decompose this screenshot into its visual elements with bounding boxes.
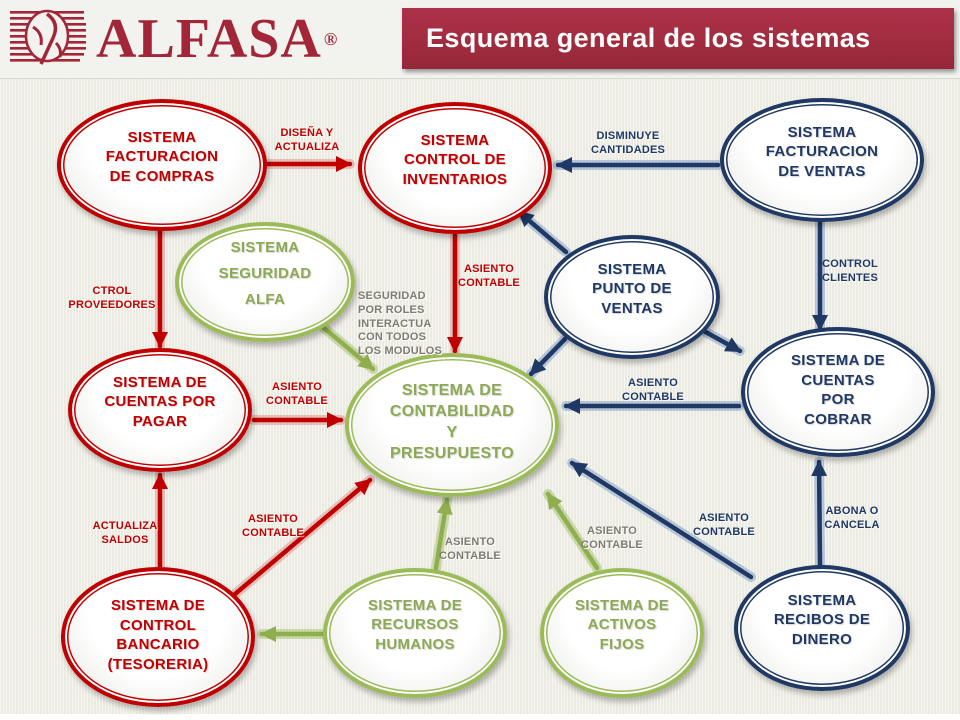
title-banner: Esquema general de los sistemas xyxy=(402,8,954,69)
edge-label-actualiza-saldos: ACTUALIZA SALDOS xyxy=(92,520,158,546)
edge-label-seguridad-roles: SEGURIDAD POR ROLES INTERACTUA CON TODOS… xyxy=(358,290,443,357)
diagram-node-label: SISTEMA DE ACTIVOS FIJOS xyxy=(574,596,670,653)
diagram-node-label: SISTEMA DE RECURSOS HUMANOS xyxy=(367,596,463,653)
diagram-node-label: SISTEMA FACTURACION DE VENTAS xyxy=(765,123,879,180)
diagram-node-facturacion-compras: SISTEMA FACTURACION DE COMPRAS xyxy=(57,99,267,231)
alfasa-logo: ALFASA® xyxy=(8,6,337,72)
diagram-node-activos-fijos: SISTEMA DE ACTIVOS FIJOS xyxy=(540,568,704,698)
diagram-node-label: SISTEMA RECIBOS DE DINERO xyxy=(773,591,871,648)
page-title: Esquema general de los sistemas xyxy=(426,23,871,53)
diagram-node-control-bancario: SISTEMA DE CONTROL BANCARIO (TESORERIA) xyxy=(61,567,255,707)
diagram-node-control-inventarios: SISTEMA CONTROL DE INVENTARIOS xyxy=(358,102,552,234)
edge-label-asiento-recursos: ASIENTO CONTABLE xyxy=(439,536,501,562)
edge-label-disena-actualiza: DISEÑA Y ACTUALIZA xyxy=(274,127,340,153)
diagram-node-cuentas-cobrar: SISTEMA DE CUENTAS POR COBRAR xyxy=(741,327,935,457)
registered-trademark-symbol: ® xyxy=(323,28,338,49)
edge-label-asiento-cobrar: ASIENTO CONTABLE xyxy=(622,377,684,403)
edge-label-disminuye-cantidades: DISMINUYE CANTIDADES xyxy=(590,130,666,156)
diagram-node-contabilidad: SISTEMA DE CONTABILIDAD Y PRESUPUESTO xyxy=(345,353,559,497)
edge-label-abona-cancela: ABONA O CANCELA xyxy=(824,505,880,531)
edge-label-ctrol-proveedores: CTROL PROVEEDORES xyxy=(68,285,156,311)
header-bar: ALFASA® Esquema general de los sistemas xyxy=(0,0,960,78)
diagram-node-recursos-humanos: SISTEMA DE RECURSOS HUMANOS xyxy=(323,568,507,698)
diagram-node-label: SISTEMA FACTURACION DE COMPRAS xyxy=(105,128,219,185)
diagram-node-label: SISTEMA DE CONTROL BANCARIO (TESORERIA) xyxy=(107,597,209,673)
diagram-node-label: SISTEMA DE CUENTAS POR PAGAR xyxy=(104,373,216,430)
diagram-node-label: SISTEMA SEGURIDAD ALFA xyxy=(218,238,312,309)
edge-label-asiento-inventarios: ASIENTO CONTABLE xyxy=(458,263,520,289)
alfasa-emblem-icon xyxy=(10,9,86,65)
diagram-node-recibos-dinero: SISTEMA RECIBOS DE DINERO xyxy=(734,565,910,691)
diagram-node-cuentas-pagar: SISTEMA DE CUENTAS POR PAGAR xyxy=(68,348,252,472)
diagram-node-label: SISTEMA PUNTO DE VENTAS xyxy=(592,260,672,317)
edge-label-asiento-pagar: ASIENTO CONTABLE xyxy=(266,381,328,407)
diagram-node-seguridad-alfa: SISTEMA SEGURIDAD ALFA xyxy=(175,222,355,342)
diagram-node-label: SISTEMA DE CONTABILIDAD Y PRESUPUESTO xyxy=(389,382,515,462)
diagram-node-punto-ventas: SISTEMA PUNTO DE VENTAS xyxy=(544,235,720,359)
edge-label-control-clientes: CONTROL CLIENTES xyxy=(822,258,878,284)
diagram-node-label: SISTEMA CONTROL DE INVENTARIOS xyxy=(402,131,508,188)
logo-wordmark: ALFASA xyxy=(96,8,322,70)
diagram-node-label: SISTEMA DE CUENTAS POR COBRAR xyxy=(790,352,886,428)
edge-label-asiento-bancario: ASIENTO CONTABLE xyxy=(242,513,304,539)
edge-label-asiento-recibos: ASIENTO CONTABLE xyxy=(693,512,755,538)
edge-label-asiento-activos: ASIENTO CONTABLE xyxy=(581,525,643,551)
diagram-node-facturacion-ventas: SISTEMA FACTURACION DE VENTAS xyxy=(720,98,924,222)
